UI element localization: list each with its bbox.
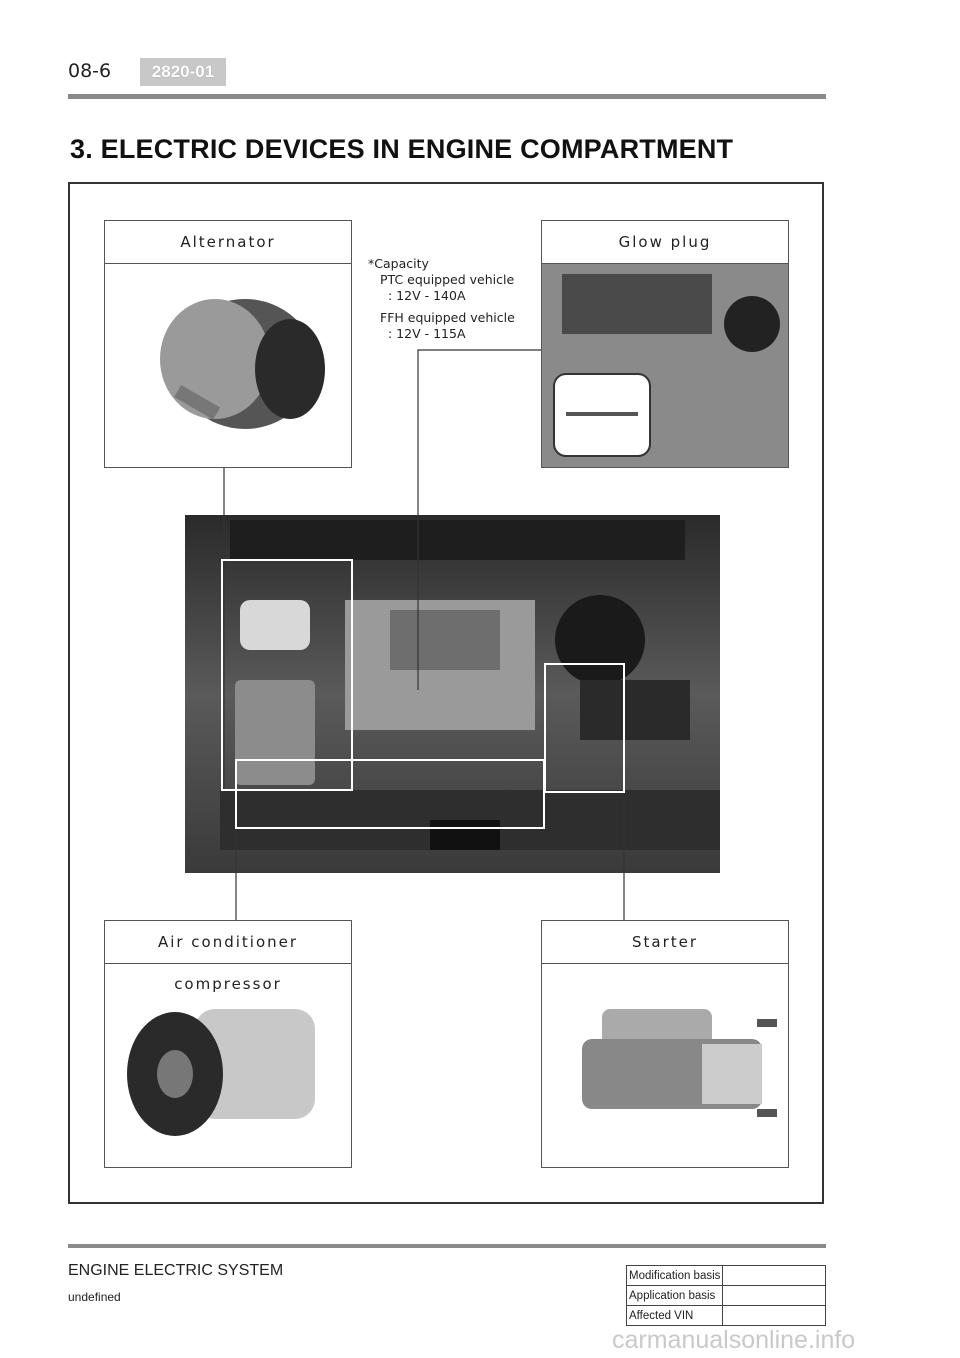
- glow-plug-box: Glow plug: [541, 220, 789, 468]
- figure-frame: [68, 182, 824, 1204]
- page-number: 08-6: [68, 60, 112, 82]
- alternator-label: Alternator: [105, 221, 351, 264]
- capacity-note: *Capacity PTC equipped vehicle : 12V - 1…: [368, 256, 515, 342]
- ac-compressor-image: [105, 964, 351, 1167]
- watermark: carmanualsonline.info: [612, 1326, 856, 1354]
- alternator-box: Alternator: [104, 220, 352, 468]
- ffh-label: FFH equipped vehicle: [380, 310, 515, 325]
- capacity-title: Capacity: [374, 256, 429, 271]
- section-code-badge: 2820-01: [140, 58, 226, 86]
- ptc-label: PTC equipped vehicle: [380, 272, 515, 287]
- affected-vin-value: [722, 1305, 826, 1326]
- ac-compressor-label: Air conditioner compressor: [105, 921, 351, 993]
- glow-plug-label: Glow plug: [542, 221, 788, 264]
- table-row: Modification basis: [625, 1265, 826, 1286]
- modification-table: Modification basis Application basis Aff…: [625, 1265, 826, 1326]
- callout-frames: [221, 559, 625, 829]
- glow-plug-image: [542, 264, 788, 467]
- application-basis-value: [722, 1285, 826, 1306]
- ac-compressor-box: Air conditioner compressor: [104, 920, 352, 1168]
- application-basis-label: Application basis: [625, 1285, 724, 1306]
- ptc-value: : 12V - 140A: [388, 288, 466, 303]
- starter-box: Starter: [541, 920, 789, 1168]
- section-title: 3. ELECTRIC DEVICES IN ENGINE COMPARTMEN…: [70, 134, 734, 164]
- asterisk-marker: *: [368, 256, 375, 271]
- alternator-image: [105, 264, 351, 467]
- footer-title: ENGINE ELECTRIC SYSTEM: [68, 1262, 284, 1279]
- ffh-value: : 12V - 115A: [388, 326, 466, 341]
- table-row: Affected VIN: [625, 1305, 826, 1326]
- modification-basis-label: Modification basis: [625, 1265, 724, 1286]
- engine-photo: [185, 515, 720, 873]
- starter-label: Starter: [542, 921, 788, 964]
- footer-subtitle: undefined: [68, 1290, 121, 1304]
- footer-divider: [68, 1244, 826, 1248]
- table-row: Application basis: [625, 1285, 826, 1306]
- affected-vin-label: Affected VIN: [625, 1305, 724, 1326]
- header-divider: [68, 94, 826, 99]
- starter-image: [542, 964, 788, 1167]
- modification-basis-value: [722, 1265, 826, 1286]
